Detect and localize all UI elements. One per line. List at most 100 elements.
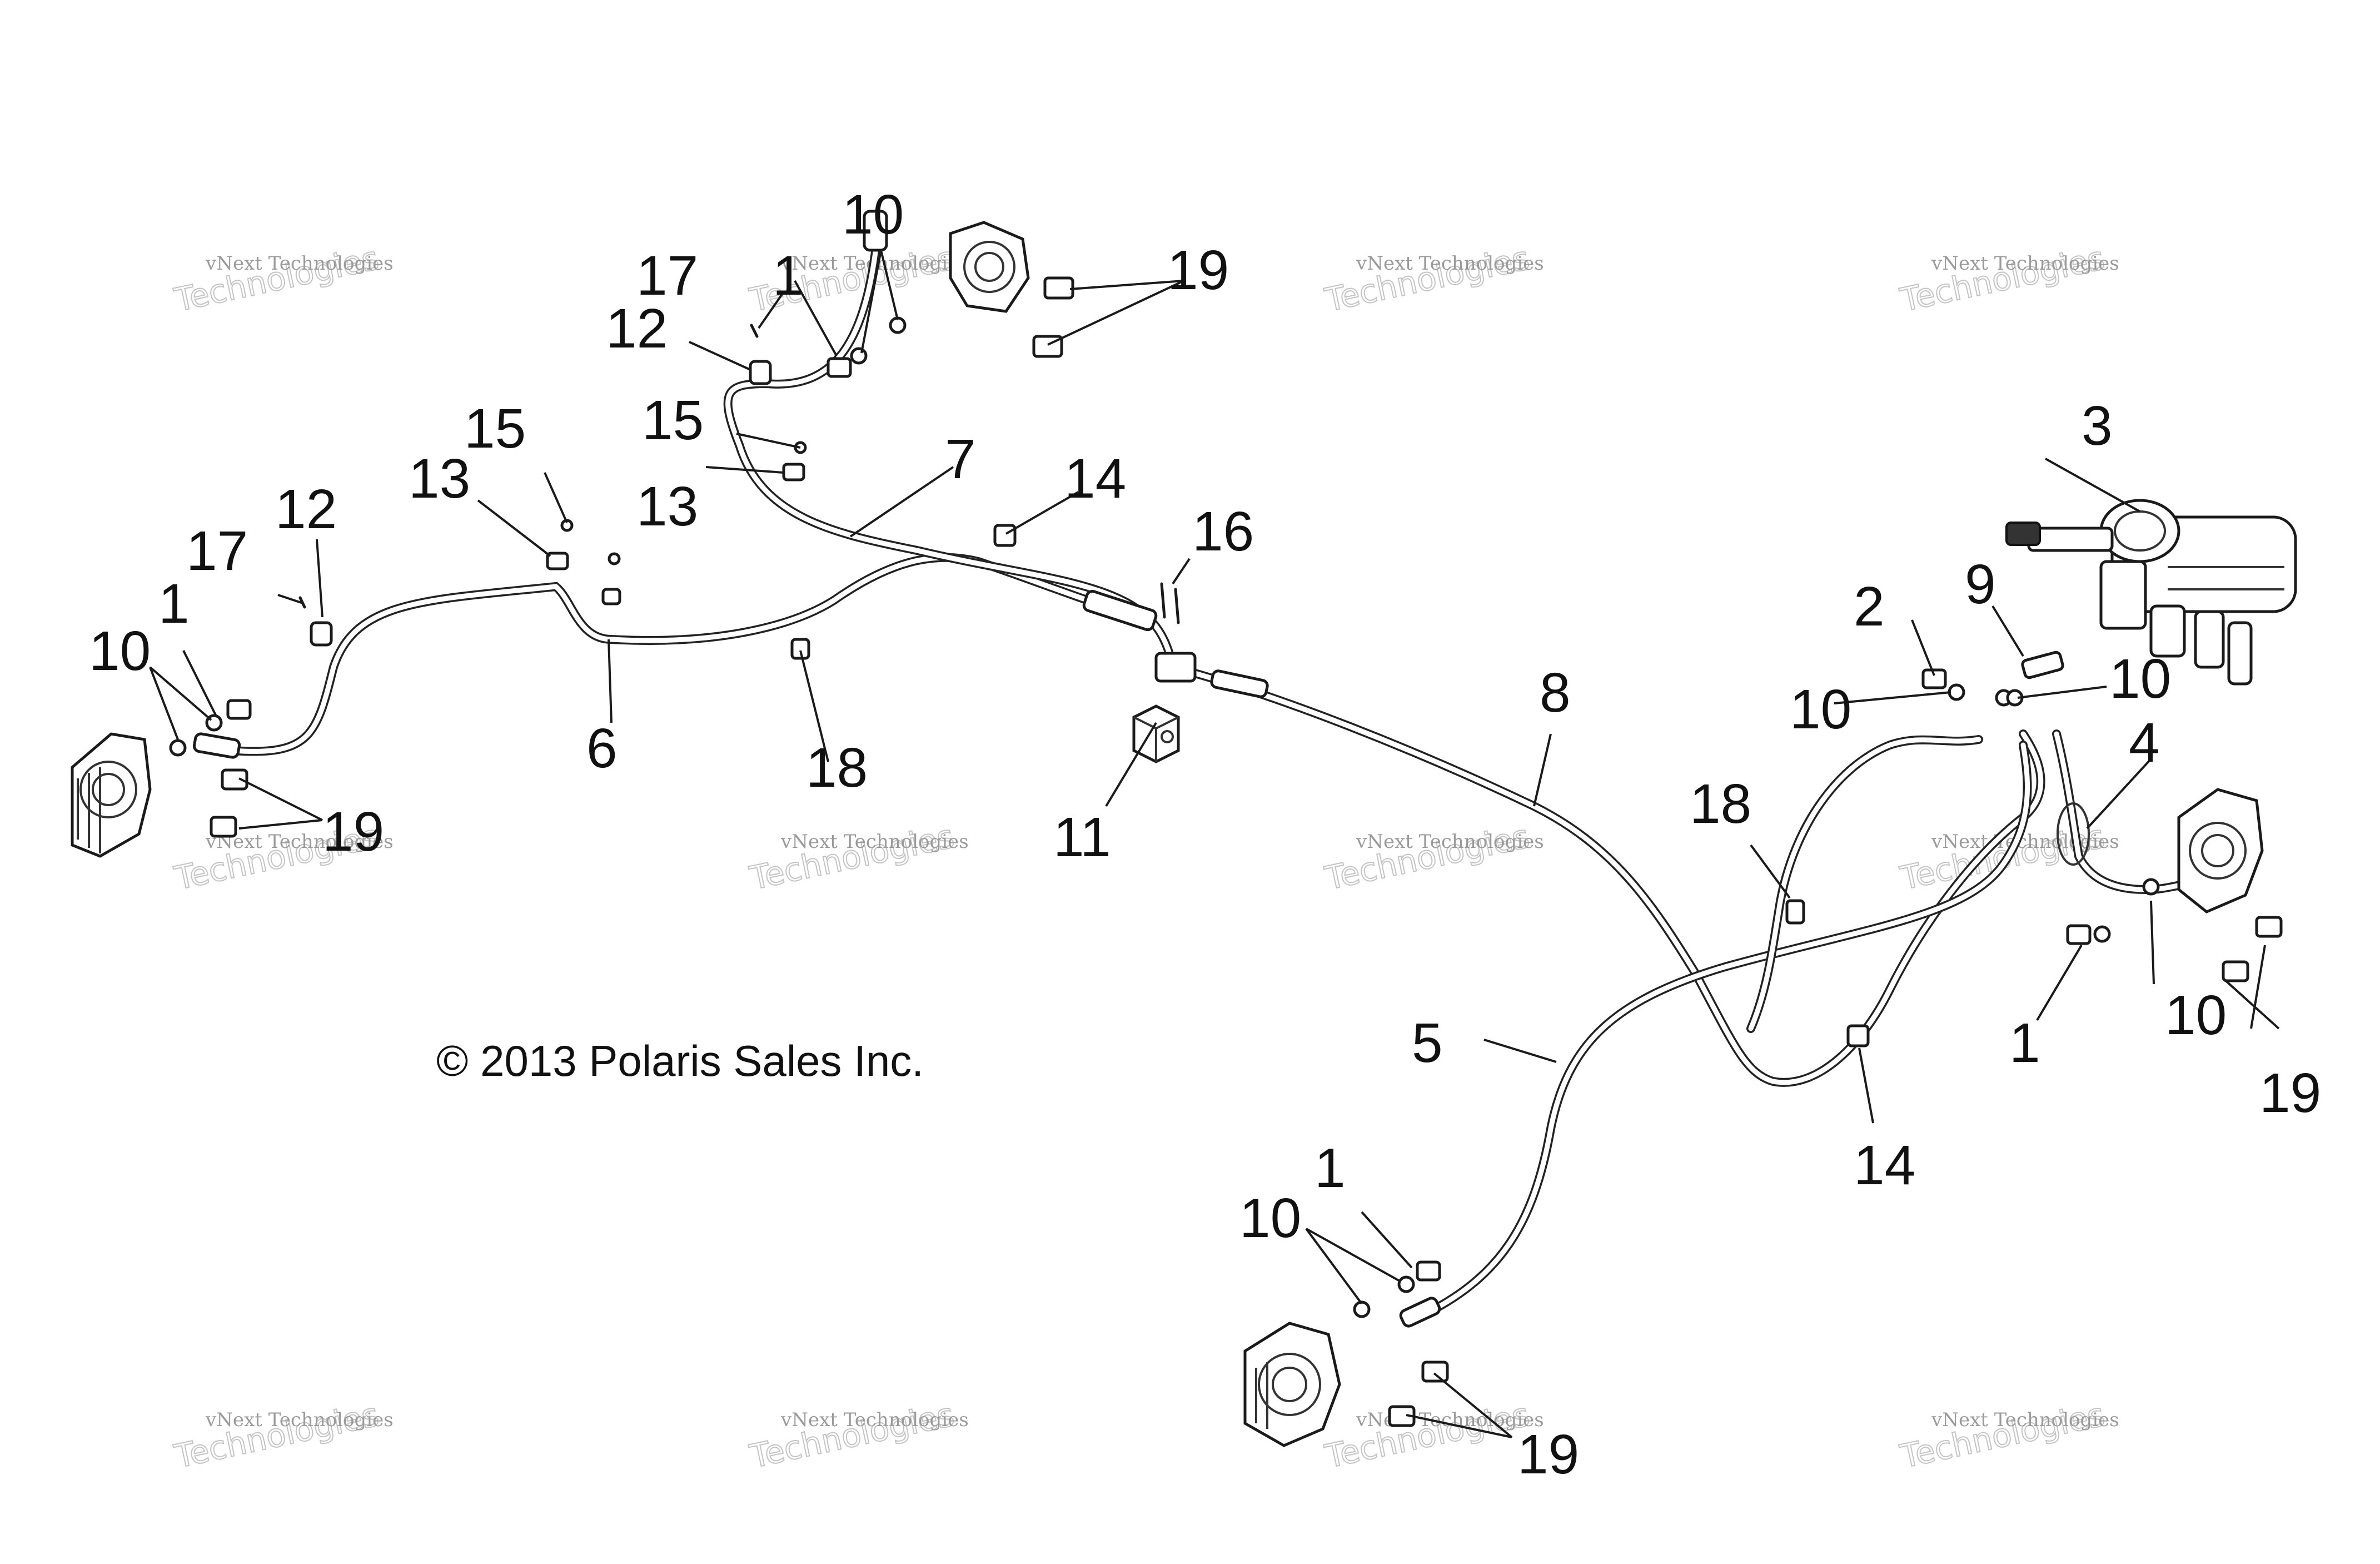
caliper-left-rear [71, 732, 152, 858]
callout-1: 1 [158, 573, 190, 635]
callout-2: 2 [1854, 575, 1885, 638]
callout-17: 17 [186, 520, 248, 582]
caliper-left-front [1243, 1322, 1341, 1447]
brake-line-4 [2052, 729, 2194, 895]
banjo-bolt-1 [826, 357, 852, 378]
callout-15: 15 [642, 389, 704, 451]
callout-19: 19 [322, 801, 384, 863]
watermark-text: vNext Technologies [205, 1409, 394, 1431]
screw-15 [608, 552, 621, 565]
watermark-text: vNext Technologies [780, 1409, 969, 1431]
caliper-right-front [2177, 788, 2264, 913]
leader-lines [149, 250, 2280, 1438]
brake-line-6 [192, 553, 1144, 759]
callout-10: 10 [1239, 1187, 1301, 1249]
clip-18 [1785, 899, 1805, 925]
bolt-19 [221, 768, 248, 791]
callout-14: 14 [1064, 448, 1126, 510]
washer-10 [1948, 683, 1965, 701]
callout-10: 10 [2109, 648, 2171, 710]
washer-10 [169, 739, 187, 757]
clip-13 [601, 588, 621, 605]
watermark-text: Technologies [1897, 239, 2108, 319]
callout-4: 4 [2129, 712, 2160, 774]
clip-18 [790, 638, 810, 660]
bolt-16 [1160, 582, 1166, 619]
callouts: 10 17 1 12 19 15 13 7 14 16 15 13 12 17 … [89, 183, 2321, 1486]
copyright-text: © 2013 Polaris Sales Inc. [436, 1036, 924, 1085]
watermark-text: Technologies [171, 1396, 382, 1476]
bolt-19 [1043, 276, 1074, 300]
watermark-text: Technologies [746, 1396, 958, 1476]
brake-switch-9 [2021, 651, 2064, 679]
callout-8: 8 [1540, 662, 1571, 724]
watermark-text: vNext Technologies [1931, 252, 2119, 275]
tee-block-11 [1132, 704, 1180, 763]
banjo-bolt-1 [226, 699, 252, 720]
bolt-19 [2222, 960, 2249, 982]
line-5-end-fitting [1399, 1297, 1441, 1328]
watermark-text: Technologies [1897, 1396, 2108, 1476]
watermark-text: vNext Technologies [205, 252, 394, 275]
line-7-end-fitting [863, 210, 888, 252]
callout-19: 19 [1517, 1423, 1579, 1486]
callout-14: 14 [1854, 1134, 1915, 1196]
callout-10: 10 [89, 620, 151, 682]
watermark-text: Technologies [171, 239, 382, 319]
callout-10: 10 [1790, 678, 1851, 741]
caliper-right-rear [949, 221, 1030, 313]
washer-10 [1397, 1275, 1415, 1293]
watermark-text: vNext Technologies [1356, 252, 1544, 275]
watermark-text: vNext Technologies [1356, 831, 1544, 853]
callout-15: 15 [464, 398, 526, 460]
bolt-19 [210, 816, 237, 838]
watermark-text: vNext Technologies [1931, 831, 2119, 853]
callout-13: 13 [409, 448, 470, 510]
line-4-loop [2057, 802, 2090, 866]
callout-3: 3 [2082, 395, 2113, 457]
callout-19: 19 [1167, 239, 1229, 301]
callout-7: 7 [945, 428, 976, 490]
callout-18: 18 [806, 737, 868, 799]
grommet-12 [310, 621, 333, 647]
callout-16: 16 [1192, 500, 1254, 563]
brake-line-front-right [1746, 735, 1983, 1033]
callout-10: 10 [842, 183, 904, 246]
callout-12: 12 [275, 478, 337, 540]
banjo-bolt-1 [1416, 1260, 1441, 1282]
grommet-12 [749, 360, 772, 385]
brake-lines [192, 210, 2194, 1328]
callout-1: 1 [1315, 1137, 1346, 1199]
washer-10 [889, 316, 907, 334]
brake-line-8 [1168, 663, 2045, 1087]
washer-10 [2093, 925, 2111, 943]
callout-5: 5 [1412, 1012, 1443, 1074]
clip-14 [1846, 1024, 1870, 1047]
bolt-19 [2255, 916, 2283, 938]
callout-11: 11 [1053, 806, 1111, 868]
clip-13 [782, 463, 805, 481]
bolt-19 [1421, 1361, 1449, 1383]
banjo-bolt-2 [1921, 668, 1947, 689]
bolt-16 [1174, 588, 1180, 624]
banjo-bolt-1 [2066, 924, 2092, 945]
watermark-text: vNext Technologies [1931, 1409, 2119, 1431]
washer-10 [850, 347, 868, 365]
callout-1: 1 [2009, 1012, 2040, 1074]
watermark-text: Technologies [746, 817, 958, 897]
watermark-text: vNext Technologies [780, 831, 969, 853]
callout-18: 18 [1690, 773, 1751, 835]
brake-line-5 [1399, 741, 2032, 1328]
washer-10 [2142, 878, 2160, 896]
line-6-end-fitting [192, 732, 241, 759]
callout-1: 1 [773, 245, 804, 307]
callout-19: 19 [2259, 1062, 2321, 1124]
watermark-text: vNext Technologies [1356, 1409, 1544, 1431]
clip-13 [546, 552, 569, 570]
callout-9: 9 [1965, 553, 1996, 615]
clip-14 [993, 524, 1017, 547]
callout-10: 10 [2165, 984, 2227, 1046]
clip-17 [750, 324, 759, 338]
callout-13: 13 [636, 475, 698, 538]
master-cylinder [2005, 499, 2297, 686]
